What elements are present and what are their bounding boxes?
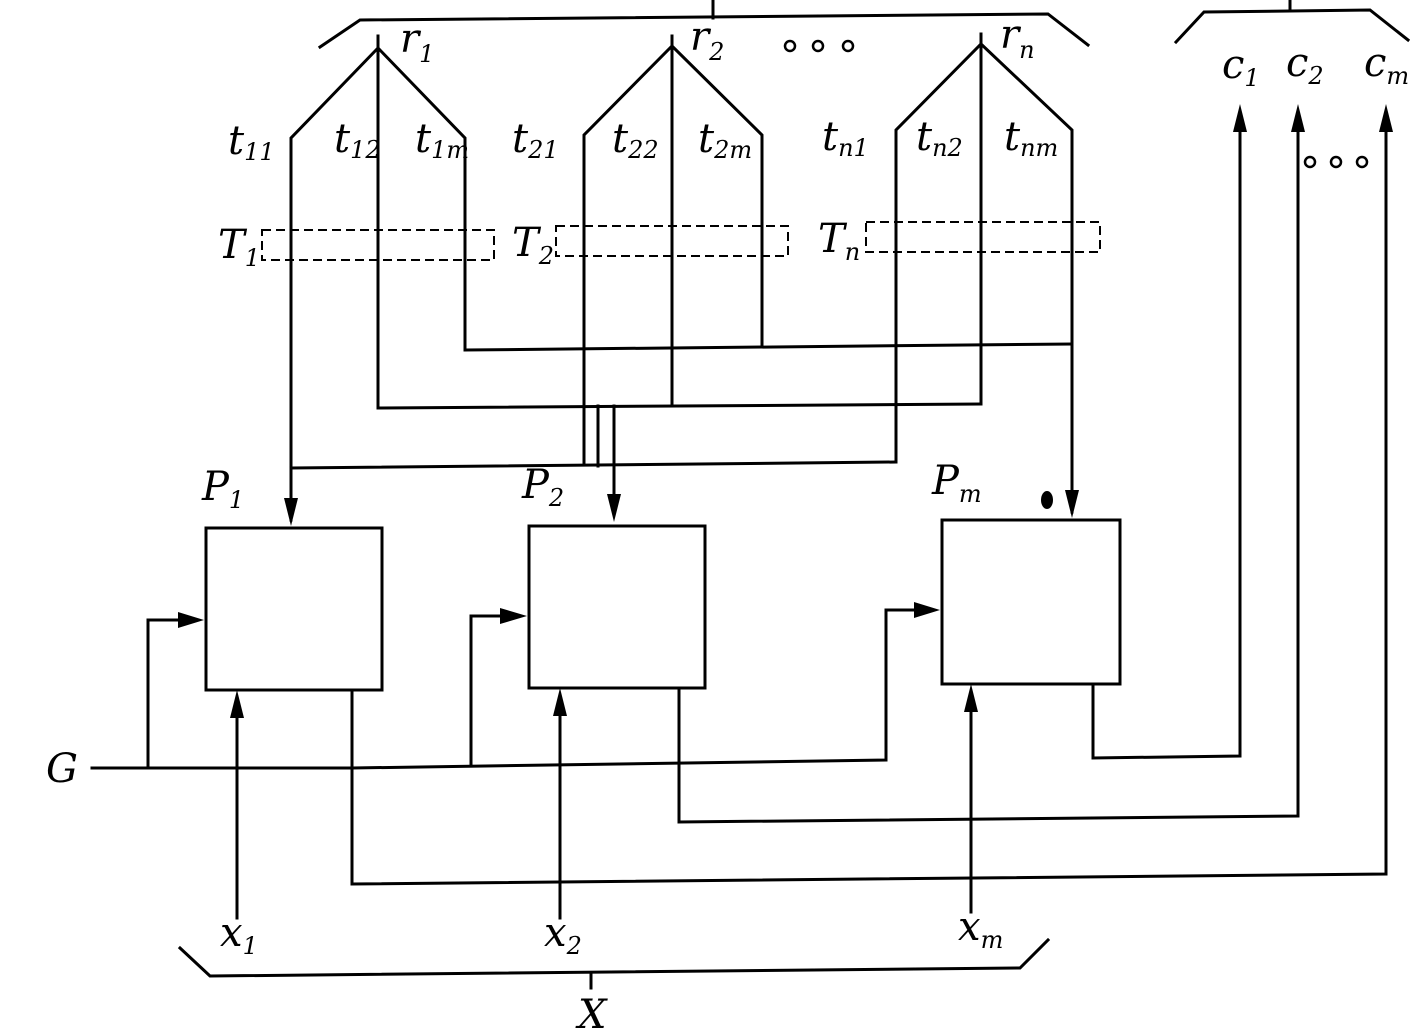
label-T1: T1 [218,222,260,272]
label-x1: x1 [220,910,258,960]
block-p2 [527,524,707,690]
label-t2m: t2m [698,116,752,164]
label-T2: T2 [512,220,554,270]
c-group-brace [1173,0,1410,45]
fan-r1 [289,34,467,410]
top-input-arrows [284,490,1079,526]
label-pm: Pm [931,458,982,508]
label-rn: rn [1000,12,1035,64]
label-cm: cm [1364,40,1409,90]
routing-bus-p2 [376,402,983,514]
label-c2: c2 [1286,40,1324,90]
r-ellipsis [783,39,855,53]
block-pm [940,518,1122,686]
label-Tn: Tn [818,216,860,266]
label-p1: P1 [201,464,244,514]
label-c1: c1 [1222,42,1260,92]
fan-r2 [582,34,764,408]
Tn-group [865,221,1101,253]
output-pm-c1 [1091,104,1247,760]
ink-mark [1041,491,1053,509]
r-group-brace [317,0,1091,50]
label-tn1: tn1 [822,114,869,162]
label-g: G [46,746,78,792]
label-t12: t12 [334,116,381,164]
fan-rn [894,32,1074,406]
t-lines [289,138,1074,522]
label-tn2: tn2 [916,114,963,162]
output-p1-cm [350,104,1393,886]
c-ellipsis [1303,155,1369,169]
label-t21: t21 [512,116,559,164]
label-xm: xm [958,904,1003,954]
block-p1 [204,526,384,692]
label-x2: x2 [544,910,582,960]
x-inputs [230,684,978,920]
label-tnm: tnm [1004,114,1058,162]
label-t1m: t1m [415,116,469,164]
label-x-bus: X [575,992,608,1032]
routing-bus-pm [463,342,1074,352]
g-line [90,602,940,770]
label-t22: t22 [612,116,659,164]
label-p2: P2 [521,462,564,512]
T2-group [555,225,789,257]
T1-group [261,229,495,261]
output-p2-c2 [677,104,1305,824]
label-t11: t11 [228,118,275,166]
x-group-brace [177,937,1051,990]
label-r2: r2 [690,14,724,66]
label-r1: r1 [400,16,434,68]
routing-bus-p1 [289,404,898,470]
